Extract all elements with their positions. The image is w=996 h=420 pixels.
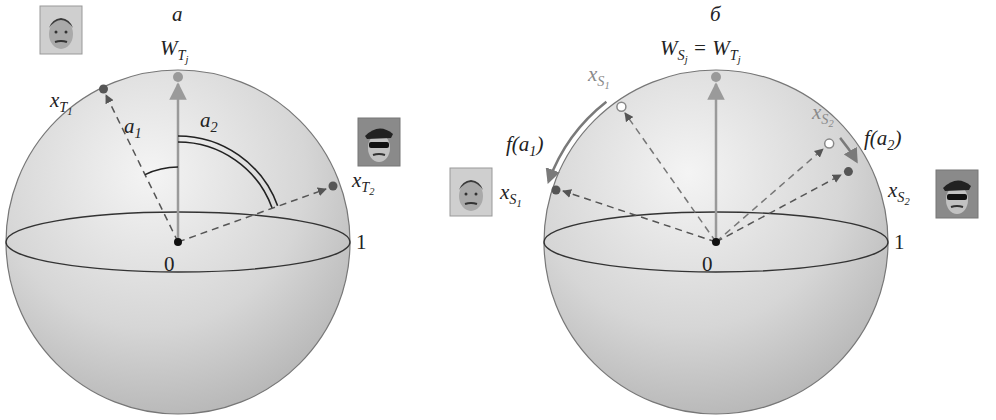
point-label: xS2 <box>888 178 910 203</box>
angle-label: a2 <box>200 108 218 133</box>
right-sphere <box>544 70 888 414</box>
radius-label: 1 <box>356 230 367 255</box>
panel-letter: а <box>172 2 183 27</box>
shift-label: f(a1) <box>506 132 543 157</box>
point-label: xT2 <box>352 168 375 193</box>
shift-label: f(a2) <box>864 126 901 151</box>
vector-label: WTj <box>160 36 188 61</box>
point-label: xT1 <box>50 88 73 113</box>
angle-label: a1 <box>124 114 142 139</box>
radius-label: 1 <box>894 230 905 255</box>
face-photo <box>936 170 978 218</box>
point-label: xS1 <box>500 180 522 205</box>
vector-label: WSj = WTj <box>660 36 741 61</box>
face-photo <box>450 168 492 216</box>
point-label: xS2 <box>812 100 834 125</box>
point-label: xS1 <box>588 62 610 87</box>
left-sphere <box>6 70 350 414</box>
origin-label: 0 <box>164 252 175 277</box>
face-photo <box>358 118 400 166</box>
face-photo <box>40 6 82 54</box>
panel-letter: б <box>710 2 721 27</box>
origin-label: 0 <box>702 252 713 277</box>
